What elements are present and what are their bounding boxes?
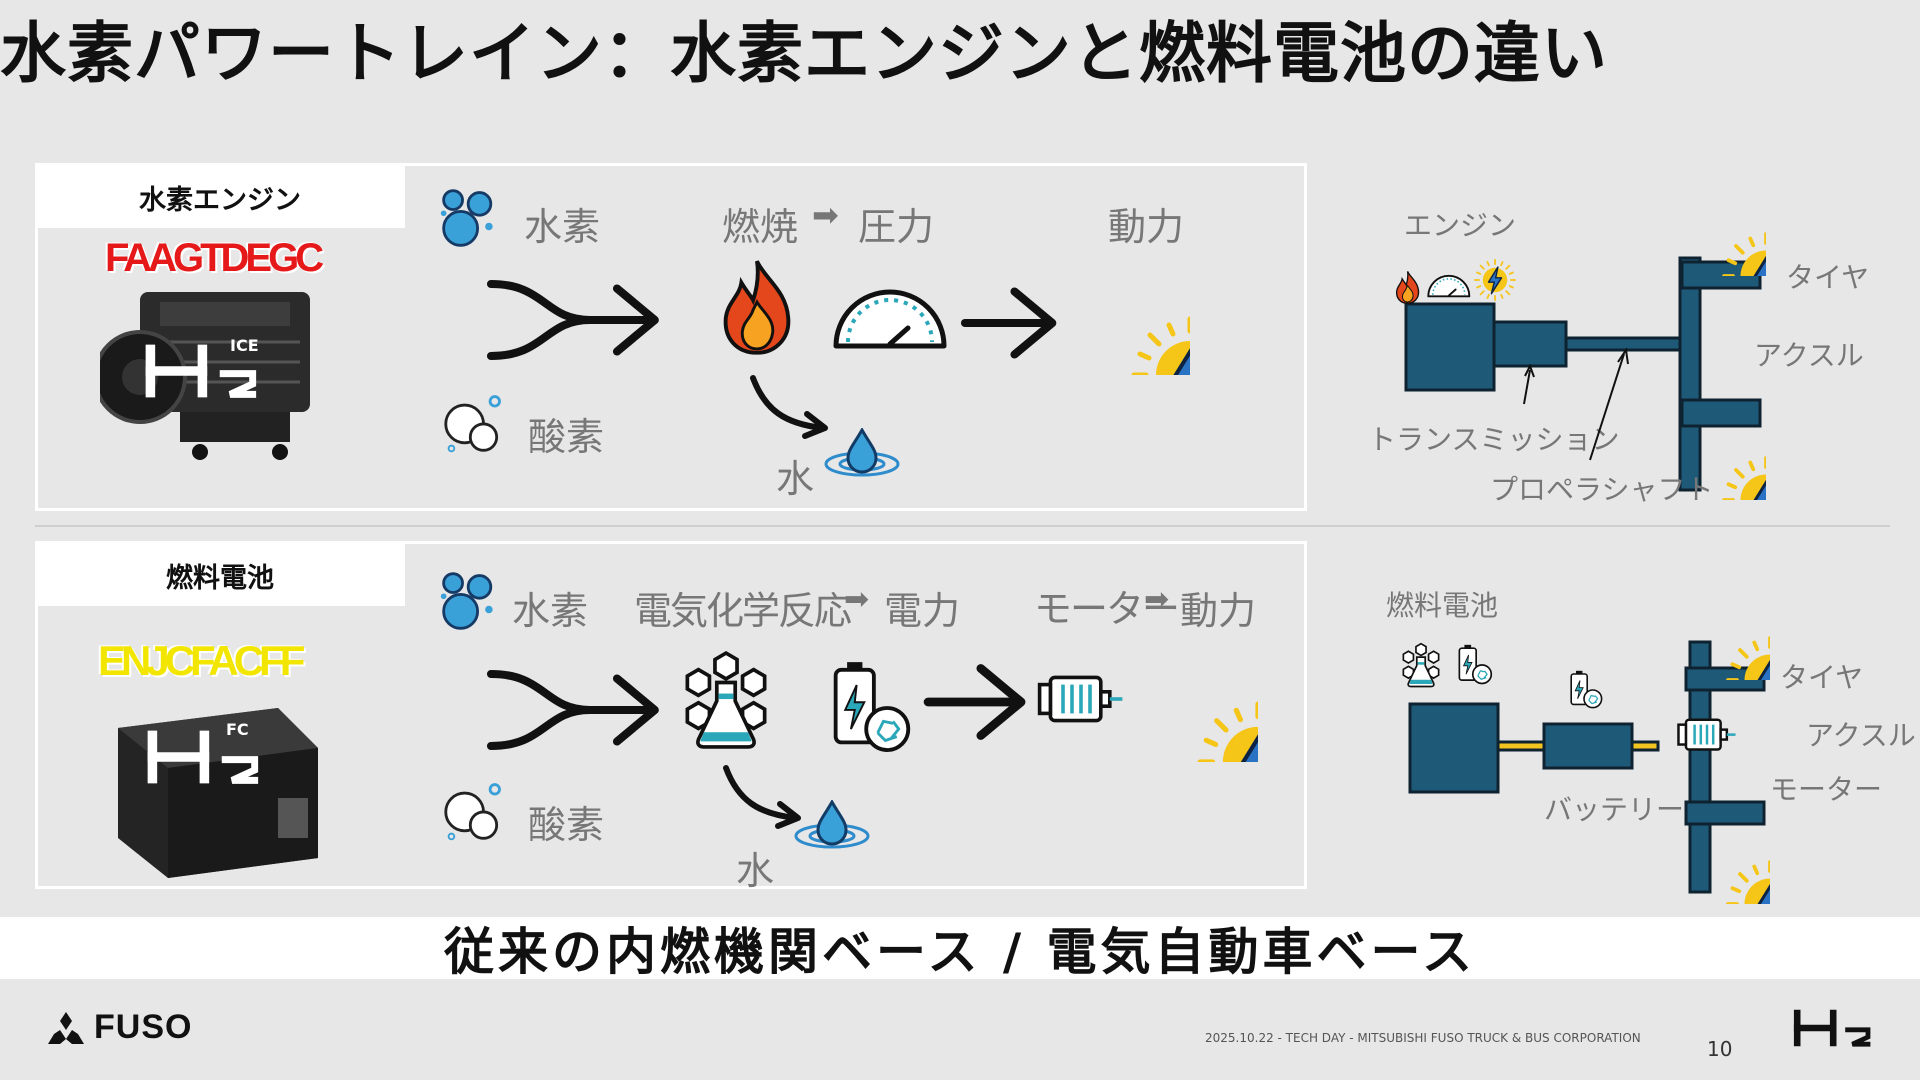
hydrogen-bubbles-icon: [438, 185, 504, 251]
fc-diagram-axle-label: アクスル: [1806, 719, 1916, 752]
fc-oxygen-bubbles-icon: [442, 778, 508, 844]
fc-logo-text: ENJCFACFF: [98, 637, 305, 684]
fc-water-label: 水: [736, 849, 775, 893]
fc-section-tag: 燃料電池: [35, 544, 405, 606]
fc-diagram-motor-label: モーター: [1770, 773, 1883, 806]
fc-hydrogen-label: 水素: [512, 589, 589, 633]
top-tire-bolt-icon: [1676, 186, 1766, 276]
page-number: 10: [1707, 1037, 1733, 1061]
diagram-engine-label: エンジン: [1404, 209, 1517, 242]
engine-power-bolt-icon: [1070, 255, 1190, 375]
combustion-label: 燃焼: [722, 205, 799, 249]
engine-section-tag: 水素エンジン: [35, 166, 405, 228]
fc-hydrogen-bubbles-icon: [438, 568, 504, 634]
section-divider: [35, 525, 1890, 527]
engine-logo-text: FAAGTDEGC: [105, 236, 324, 280]
arrow-right-icon: [960, 278, 1060, 368]
fc-diagram-tire-label: タイヤ: [1780, 661, 1864, 694]
h2-fc-superscript: FC: [226, 720, 249, 739]
engine-hydrogen-label: 水素: [524, 205, 601, 249]
chemistry-flask-icon: [680, 648, 772, 752]
electric-motor-icon: [1036, 670, 1126, 728]
fc-flow-panel: [35, 541, 1307, 889]
pressure-gauge-icon: [830, 282, 950, 352]
fc-power-bolt-icon: [1134, 638, 1258, 762]
fc-drivetrain-diagram: [1402, 640, 1766, 894]
engine-drivetrain-diagram: [1395, 256, 1762, 492]
fc-diagram-battery-label: バッテリー: [1544, 793, 1685, 826]
water-arrow-icon: [750, 375, 828, 439]
engine-flow-panel: [35, 163, 1307, 511]
fc-power-label: 動力: [1180, 589, 1257, 633]
fuso-wordmark: FUSO: [94, 1008, 193, 1046]
fc-small-arrow-icon-2: ➡: [1144, 582, 1170, 617]
diagram-axle-label: アクスル: [1754, 339, 1864, 372]
footer-credit: 2025.10.22 - TECH DAY - MITSUBISHI FUSO …: [1205, 1031, 1641, 1045]
h2-ice-superscript: ICE: [230, 336, 259, 355]
small-arrow-icon: ➡: [812, 196, 839, 234]
fc-water-drop-icon: [792, 800, 872, 850]
callout-lines: [1523, 347, 1629, 461]
fc-top-tire-bolt-icon: [1680, 590, 1770, 680]
diagram-propeller-label: プロペラシャフト: [1490, 473, 1714, 506]
fc-arrow-right-icon: [922, 654, 1030, 750]
h2-fc-logo: [142, 726, 272, 788]
engine-oxygen-label: 酸素: [528, 415, 605, 459]
engine-water-drop-icon: [822, 428, 902, 478]
reaction-label: 電気化学反応: [634, 589, 852, 633]
electricity-label: 電力: [884, 589, 961, 633]
oxygen-bubbles-icon: [442, 390, 508, 456]
merge-arrow-icon: [482, 270, 662, 370]
diagram-fuel-cell-label: 燃料電池: [1386, 589, 1499, 622]
h2-brand-logo: [1793, 1009, 1871, 1047]
engine-water-label: 水: [776, 457, 815, 501]
diagram-tire-label: タイヤ: [1786, 261, 1870, 294]
comparison-banner: 従来の内燃機関ベース / 電気自動車ベース: [0, 917, 1920, 981]
fc-small-arrow-icon-1: ➡: [844, 582, 870, 617]
fc-bottom-tire-bolt-icon: [1680, 814, 1770, 904]
fuso-logo: FUSO: [48, 1008, 192, 1047]
page-title: 水素パワートレイン：水素エンジンと燃料電池の違い: [0, 15, 1608, 92]
fc-water-arrow-icon: [723, 765, 801, 829]
pressure-label: 圧力: [858, 205, 935, 249]
fc-oxygen-label: 酸素: [528, 803, 605, 847]
flame-icon: [718, 255, 796, 357]
engine-power-label: 動力: [1108, 205, 1185, 249]
battery-recycle-icon: [828, 660, 914, 756]
fc-merge-arrow-icon: [482, 660, 662, 760]
mitsubishi-diamonds-icon: [48, 1011, 84, 1044]
fc-motor-label: モーター: [1034, 587, 1180, 631]
fuel-cell-image: [118, 708, 318, 878]
diagram-transmission-label: トランスミッション: [1368, 423, 1620, 456]
